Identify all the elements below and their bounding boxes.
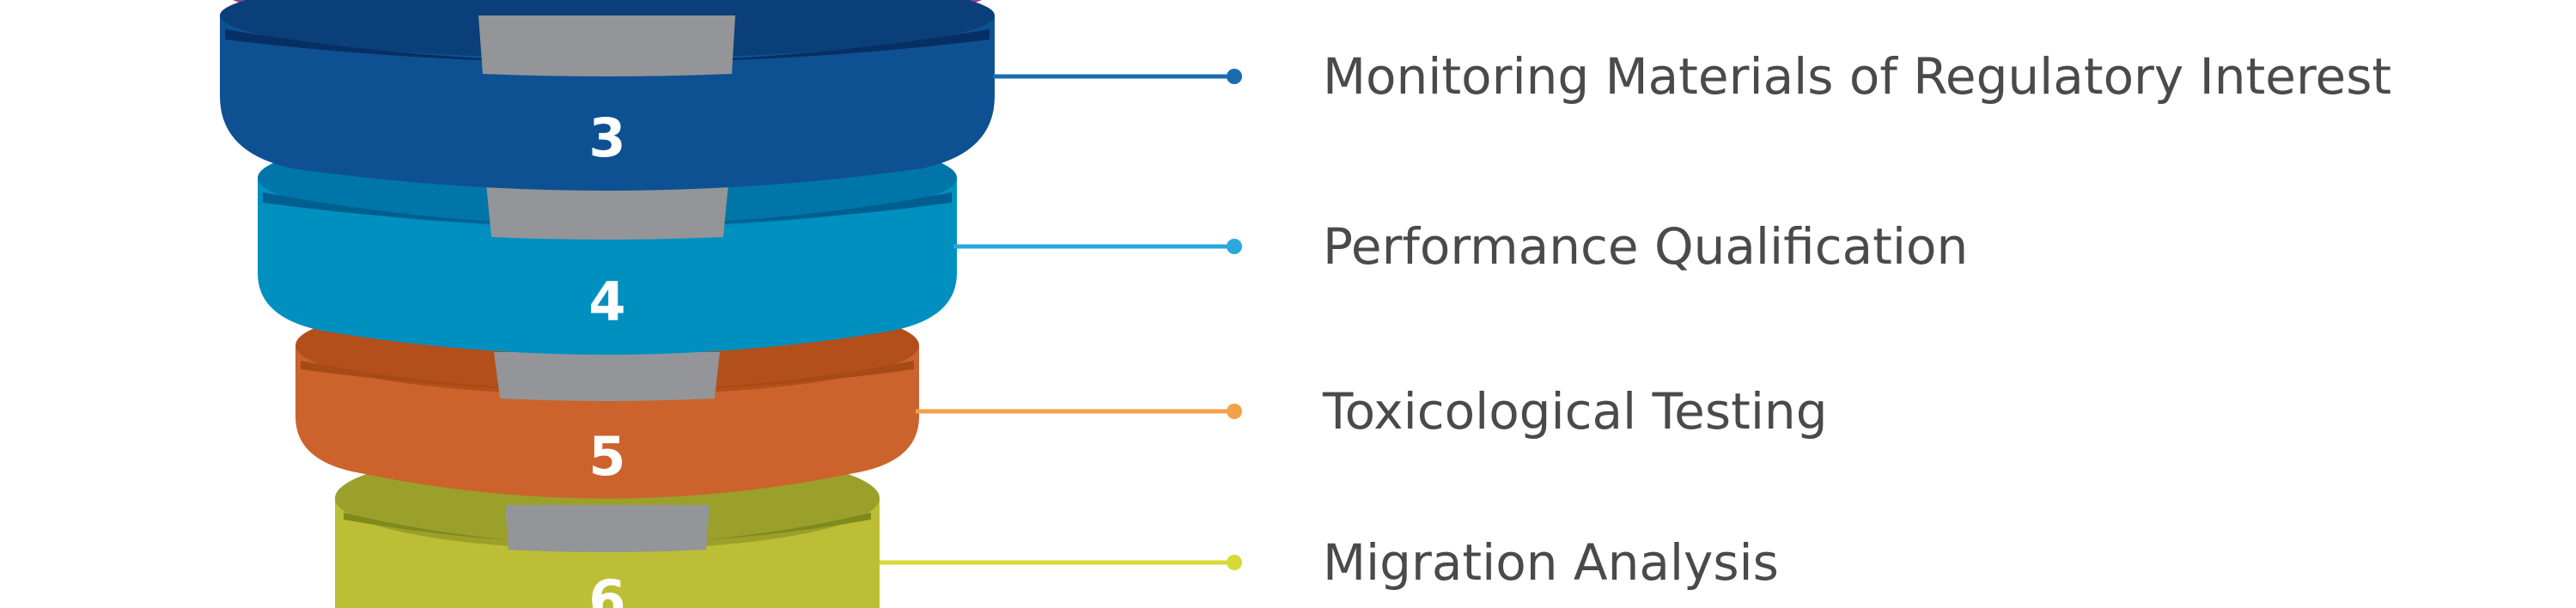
tier-4-label: Performance Qualification [1323, 217, 1969, 276]
tier-4-connector-dot [1227, 239, 1242, 254]
tier-3-top-inner [225, 29, 990, 63]
tier-6-connector-dot [1227, 555, 1242, 570]
tier-6-label: Migration Analysis [1323, 533, 1779, 592]
tier-6-number: 6 [588, 568, 625, 608]
tier-3-label: Monitoring Materials of Regulatory Inter… [1323, 47, 2392, 106]
tier-6-top-inner [344, 513, 871, 544]
tier-5-core [494, 352, 720, 401]
funnel-tier-3: 3 [220, 0, 1242, 191]
tier-6-core [505, 505, 709, 552]
tier-5-number: 5 [588, 425, 625, 488]
tier-5-connector-dot [1227, 404, 1242, 419]
tier-4-number: 4 [588, 271, 625, 333]
tier-4-top-inner [263, 192, 952, 226]
tier-4-core [486, 184, 728, 240]
tier-3-number: 3 [588, 106, 625, 169]
tier-3-connector-dot [1227, 69, 1242, 84]
tier-4-body [258, 178, 957, 355]
tier-5-top-inner [301, 361, 914, 391]
tier-3-body [220, 15, 995, 191]
tier-5-label: Toxicological Testing [1323, 382, 1828, 441]
tier-3-core [478, 15, 735, 76]
